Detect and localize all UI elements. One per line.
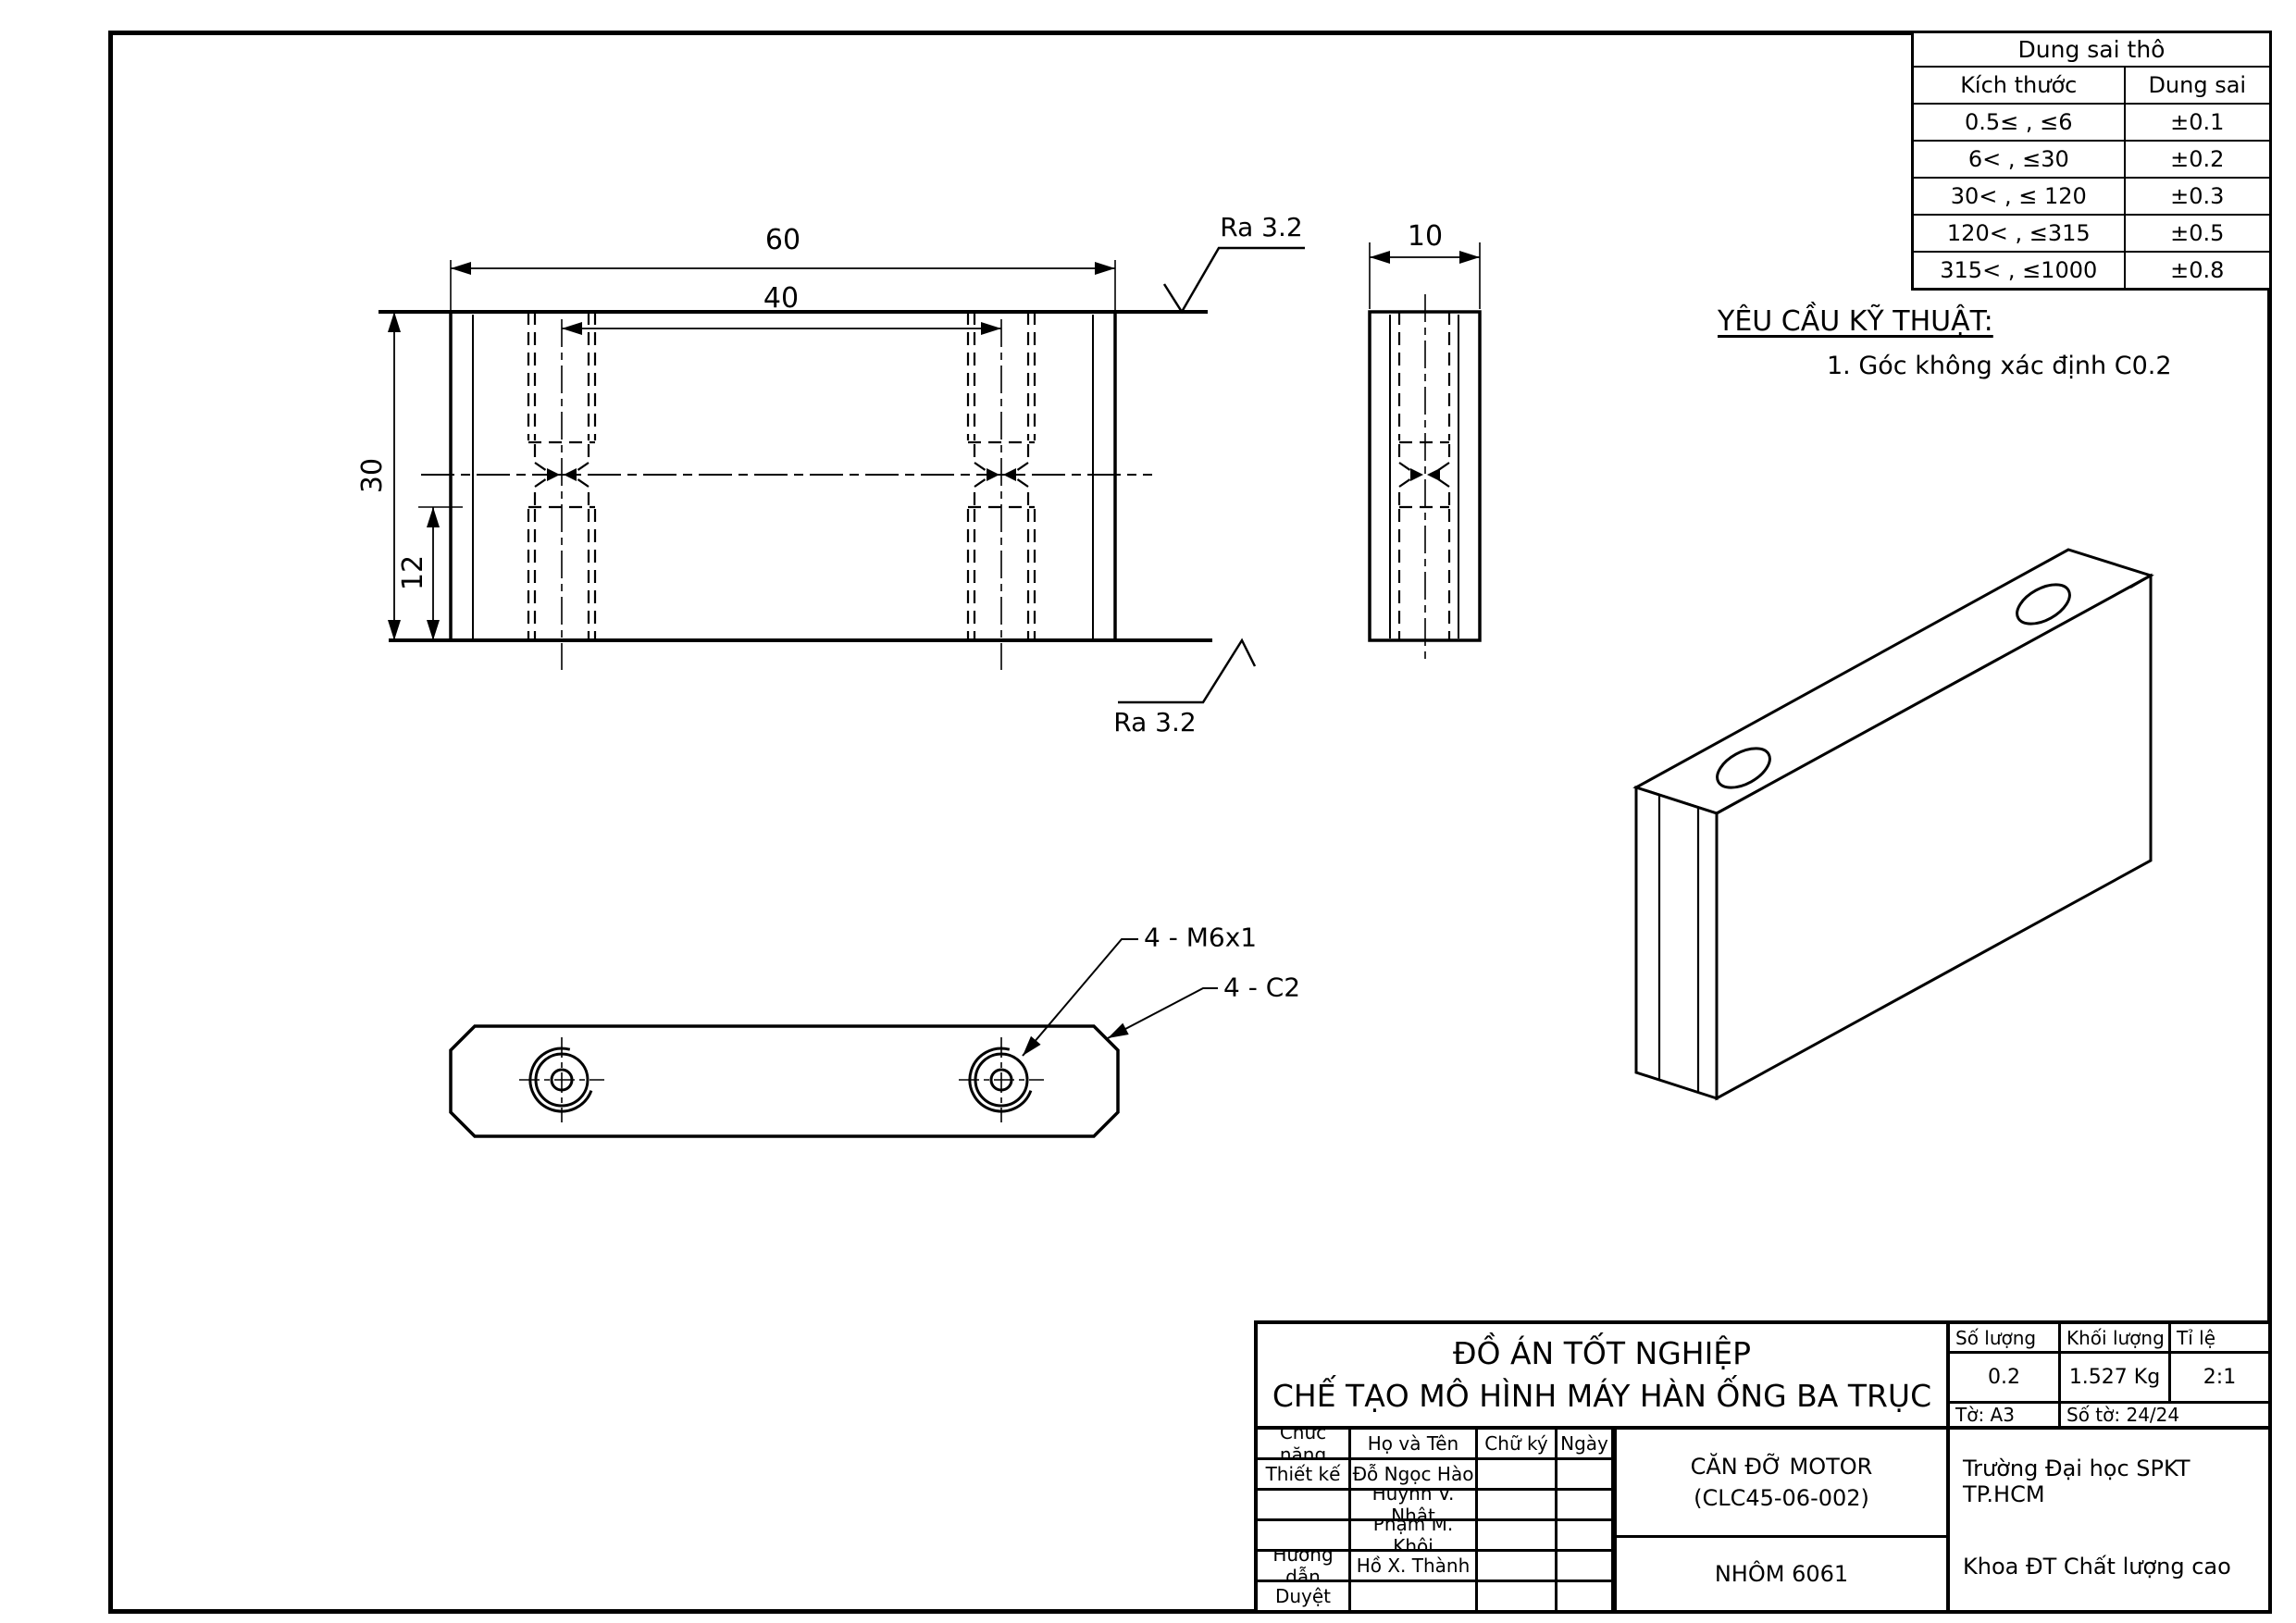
qty-value: 0.2 <box>1950 1354 2061 1404</box>
tolerance-table: Dung sai thô Kích thước Dung sai 0.5≤ , … <box>1911 31 2272 291</box>
sig-name: Huỳnh V. Nhật <box>1351 1491 1478 1521</box>
tech-req-item: 1. Góc không xác định C0.2 <box>1827 352 2172 380</box>
sig-role: Duyệt <box>1258 1582 1351 1610</box>
sig-sign-cell <box>1478 1460 1558 1491</box>
sheet-format: Tờ: A3 <box>1950 1404 2061 1430</box>
title-block: ĐỒ ÁN TỐT NGHIỆP CHẾ TẠO MÔ HÌNH MÁY HÀN… <box>1254 1320 2272 1614</box>
scale-value: 2:1 <box>2171 1354 2268 1404</box>
tech-req-heading: YÊU CẦU KỸ THUẬT: <box>1718 305 1993 338</box>
part-code: (CLC45-06-002) <box>1694 1485 1869 1511</box>
part-name-cell: CĂN ĐỠ MOTOR (CLC45-06-002) <box>1614 1430 1950 1538</box>
col-sign: Chữ ký <box>1478 1430 1558 1460</box>
roughness-symbol-top <box>1162 246 1305 315</box>
mass-value: 1.527 Kg <box>2061 1354 2171 1404</box>
sig-sign-cell <box>1478 1521 1558 1552</box>
dim-height-text: 30 <box>356 457 389 494</box>
sig-name: Phạm M. Khôi <box>1351 1521 1478 1552</box>
thread-callout: 4 - M6x1 <box>1144 922 1258 953</box>
tolerance-row: 30< , ≤ 120 ±0.3 <box>1914 177 2269 214</box>
part-name: CĂN ĐỠ MOTOR <box>1690 1454 1873 1480</box>
sig-role: Thiết kế <box>1258 1460 1351 1491</box>
org-line1: Trường Đại học SPKT TP.HCM <box>1963 1456 2191 1507</box>
tolerance-row: 315< , ≤1000 ±0.8 <box>1914 251 2269 288</box>
sig-date-cell <box>1558 1460 1614 1491</box>
dim-12 <box>418 506 463 640</box>
qty-label: Số lượng <box>1950 1324 2061 1354</box>
side-view <box>1368 242 1482 659</box>
col-role: Chức năng <box>1258 1430 1351 1460</box>
sig-date-cell <box>1558 1582 1614 1610</box>
sig-sign-cell <box>1478 1491 1558 1521</box>
bottom-hole-right <box>959 1037 1044 1122</box>
sig-date-cell <box>1558 1552 1614 1582</box>
sig-date-cell <box>1558 1491 1614 1521</box>
front-view <box>379 246 1305 704</box>
sig-sign-cell <box>1478 1552 1558 1582</box>
organization-cell: Trường Đại học SPKT TP.HCM Khoa ĐT Chất … <box>1950 1430 2268 1610</box>
dim-overall-width-text: 60 <box>764 224 801 256</box>
project-title: ĐỒ ÁN TỐT NGHIỆP CHẾ TẠO MÔ HÌNH MÁY HÀN… <box>1258 1324 1950 1430</box>
dim-hole-offset-text: 12 <box>397 554 429 591</box>
leader-chamfer <box>1107 987 1218 1039</box>
sheet-border <box>108 31 2272 1614</box>
sig-sign-cell <box>1478 1582 1558 1610</box>
roughness-top-text: Ra 3.2 <box>1220 212 1303 242</box>
bottom-view <box>449 938 1218 1138</box>
tolerance-col-tol: Dung sai <box>2123 68 2269 103</box>
sig-name: Đỗ Ngọc Hào <box>1351 1460 1478 1491</box>
tolerance-table-title: Dung sai thô <box>2017 36 2166 63</box>
col-name: Họ và Tên <box>1351 1430 1478 1460</box>
mass-label: Khối lượng <box>2061 1324 2171 1354</box>
sig-role <box>1258 1491 1351 1521</box>
sig-role <box>1258 1521 1351 1552</box>
scale-label: Tỉ lệ <box>2171 1324 2268 1354</box>
sig-role: Hướng dẫn <box>1258 1552 1351 1582</box>
front-hole-right <box>966 312 1036 640</box>
isometric-view <box>1632 548 2154 1101</box>
tolerance-row: 0.5≤ , ≤6 ±0.1 <box>1914 103 2269 140</box>
roughness-bottom-text: Ra 3.2 <box>1113 707 1197 737</box>
front-hole-left <box>527 312 597 640</box>
tolerance-row: 120< , ≤315 ±0.5 <box>1914 214 2269 251</box>
project-title-line1: ĐỒ ÁN TỐT NGHIỆP <box>1452 1335 1752 1371</box>
sig-date-cell <box>1558 1521 1614 1552</box>
dim-40 <box>562 322 1001 335</box>
org-line2: Khoa ĐT Chất lượng cao <box>1963 1554 2231 1580</box>
chamfer-callout: 4 - C2 <box>1223 972 1301 1003</box>
tolerance-row: 6< , ≤30 ±0.2 <box>1914 140 2269 177</box>
project-title-line2: CHẾ TẠO MÔ HÌNH MÁY HÀN ỐNG BA TRỤC <box>1272 1378 1932 1414</box>
col-date: Ngày <box>1558 1430 1614 1460</box>
roughness-symbol-bottom <box>1118 638 1257 704</box>
material-cell: NHÔM 6061 <box>1614 1538 1950 1610</box>
sig-name <box>1351 1582 1478 1610</box>
dim-hole-spacing-text: 40 <box>763 282 800 315</box>
dim-30 <box>388 312 401 640</box>
tolerance-col-size: Kích thước <box>1960 72 2078 98</box>
dim-thickness-text: 10 <box>1407 220 1444 253</box>
sheet-count: Số tờ: 24/24 <box>2061 1404 2268 1430</box>
leader-thread <box>1022 938 1138 1057</box>
dim-60 <box>450 260 1116 310</box>
bottom-hole-left <box>519 1037 604 1122</box>
sig-name: Hồ X. Thành <box>1351 1552 1478 1582</box>
dim-10 <box>1369 242 1481 309</box>
